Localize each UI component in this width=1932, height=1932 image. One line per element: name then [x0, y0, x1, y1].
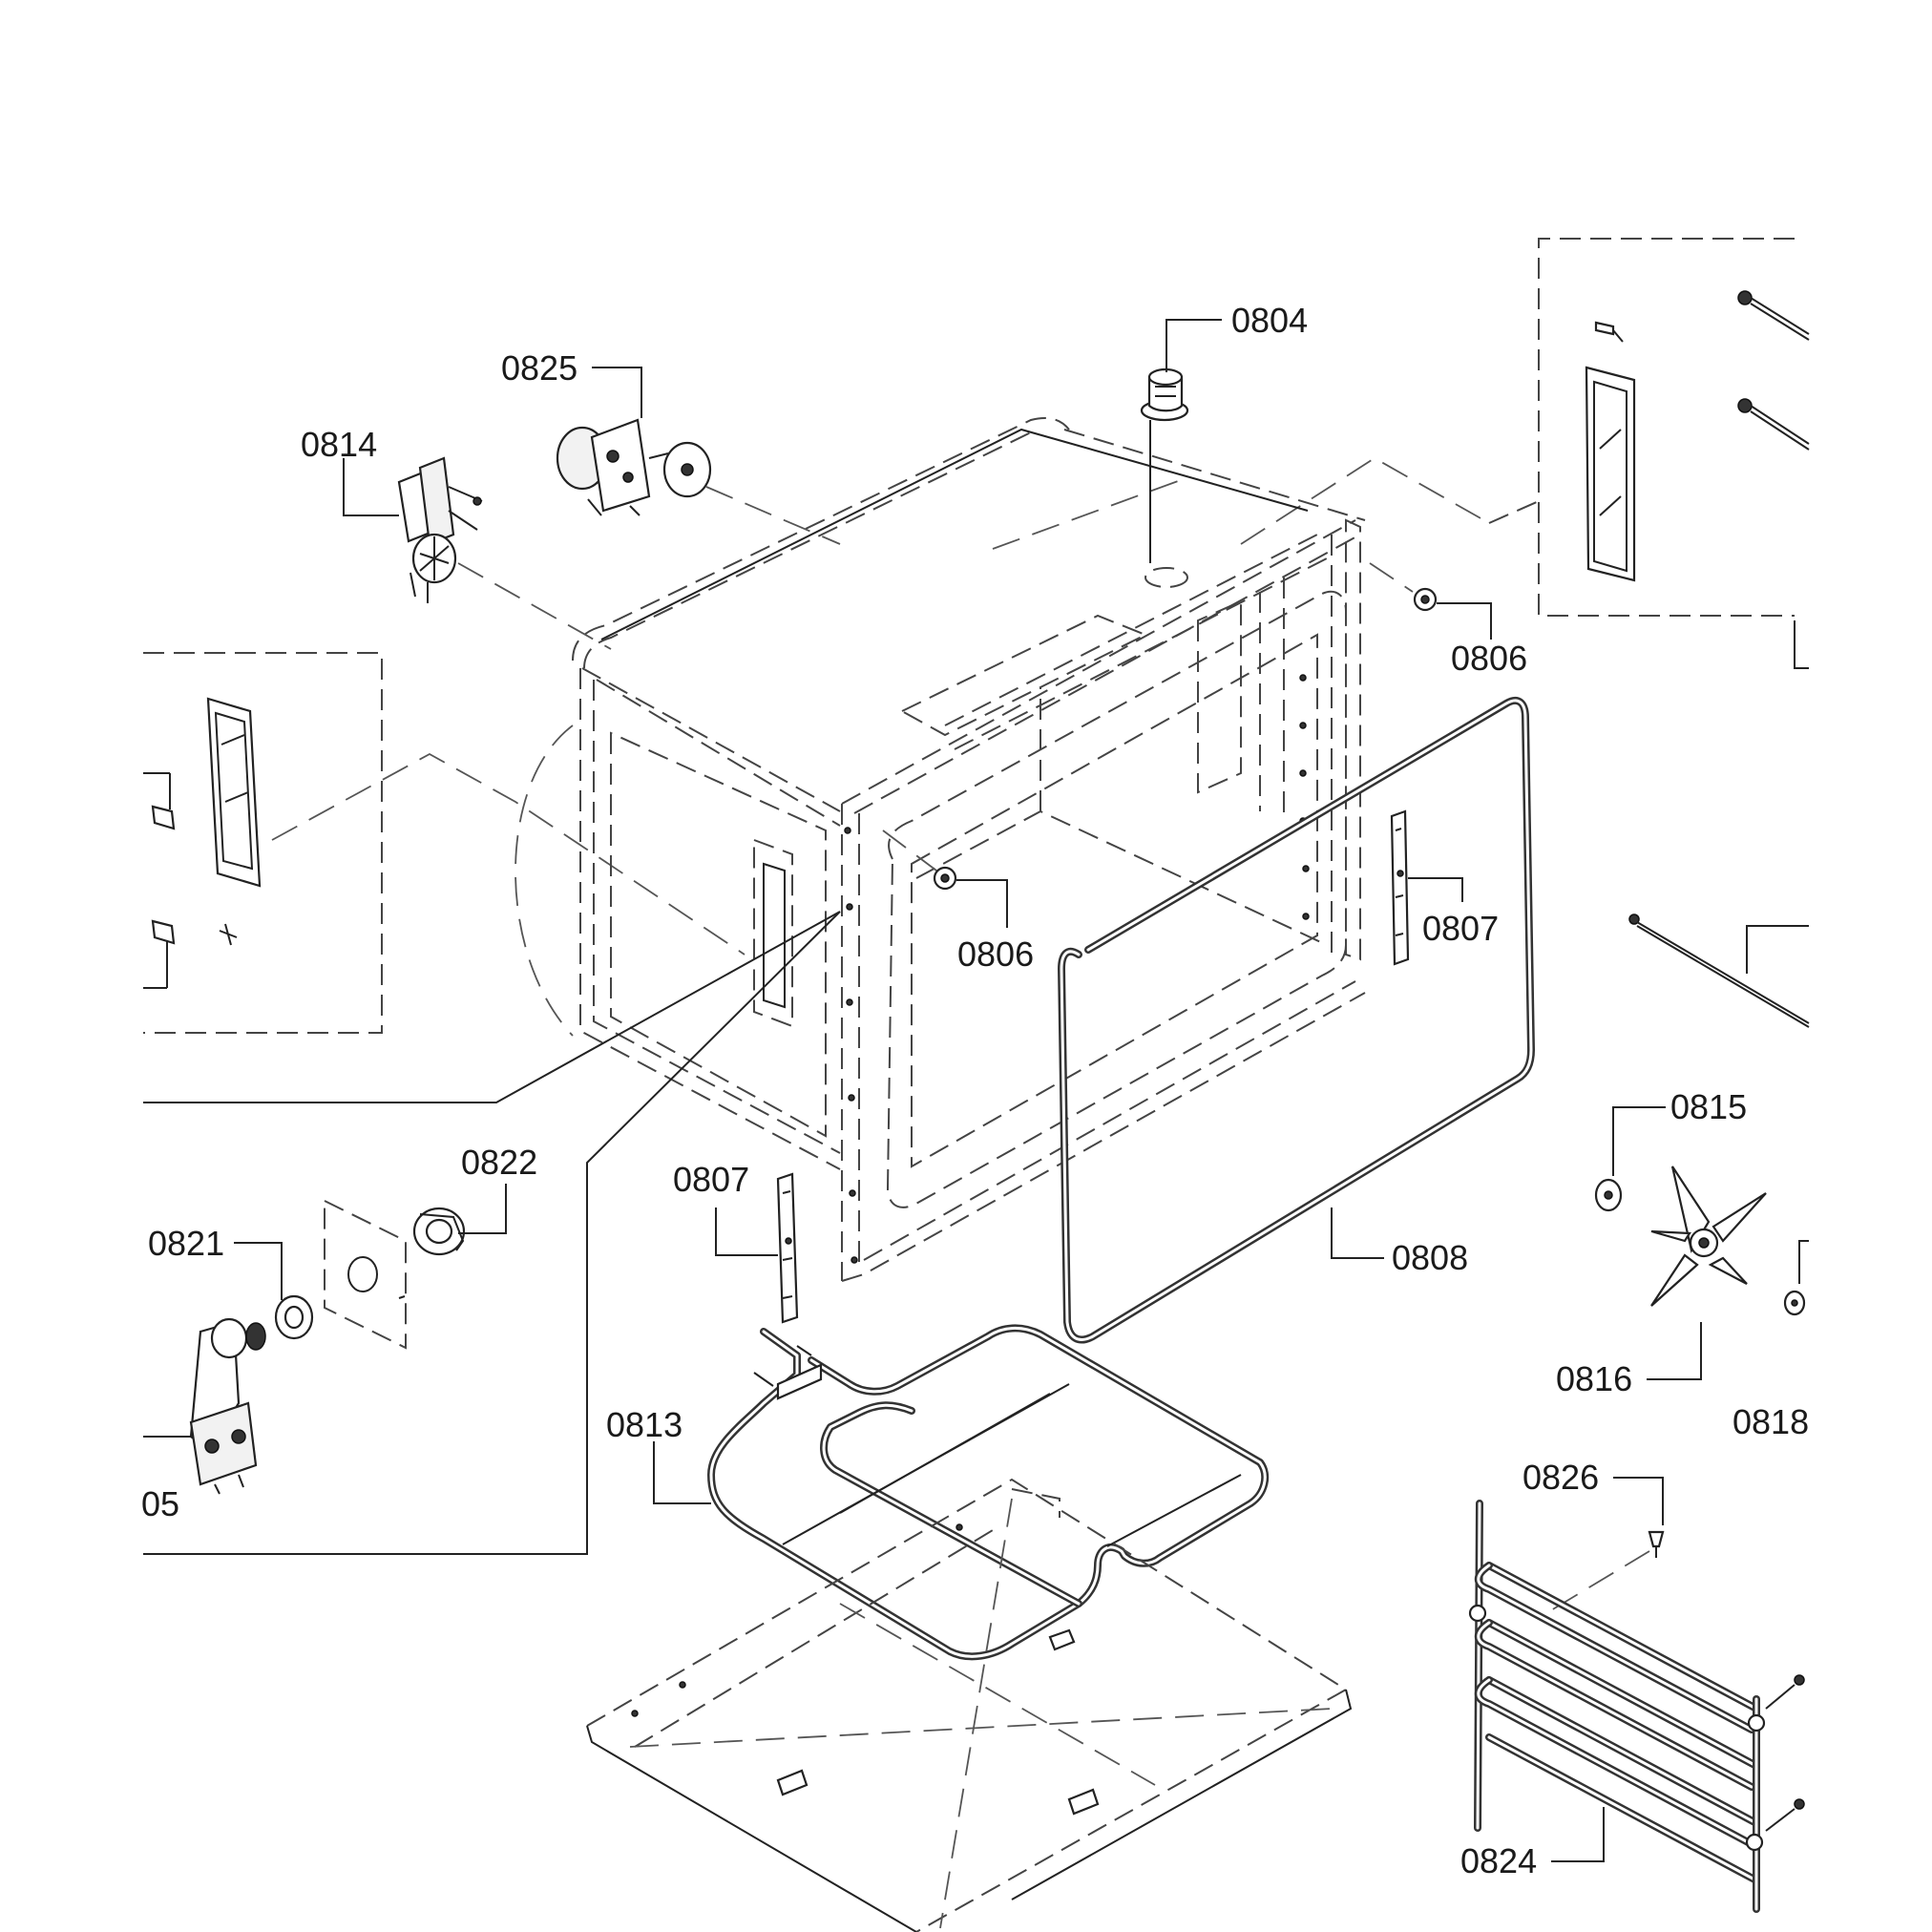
part-0825-motor: 0825	[501, 348, 841, 545]
label-0805: 05	[141, 1484, 179, 1523]
label-0813: 0813	[606, 1405, 682, 1444]
label-0808: 0808	[1392, 1238, 1468, 1277]
label-0815: 0815	[1670, 1087, 1747, 1126]
part-0807-rail-right: 0807	[1390, 809, 1499, 966]
oven-cavity	[514, 417, 1366, 1282]
label-0814: 0814	[301, 425, 377, 464]
label-0822: 0822	[461, 1143, 537, 1182]
label-0816: 0816	[1556, 1359, 1632, 1398]
part-bottom-plate	[586, 1478, 1353, 1932]
label-0807-left: 0807	[673, 1160, 749, 1199]
label-0825: 0825	[501, 348, 578, 388]
part-0806-knob-middle: 0806	[882, 830, 1034, 974]
label-0804: 0804	[1231, 301, 1308, 340]
part-0806-knob-right: 0806	[1369, 562, 1527, 678]
part-0813-heating-element: 0813	[606, 1324, 1270, 1661]
part-0821-washer: 0821	[148, 1224, 314, 1340]
detail-box-top-right	[1240, 238, 1810, 669]
part-0822-ring: 0822	[412, 1143, 537, 1256]
detail-box-left	[143, 652, 746, 1034]
part-0824-shelf-rack: 0824	[1460, 1500, 1805, 1913]
part-0815-washer: 0815	[1594, 1087, 1747, 1212]
label-0826: 0826	[1522, 1458, 1599, 1497]
part-mounting-plate	[324, 1199, 407, 1350]
part-0818-nut: 0818	[1732, 1240, 1809, 1441]
label-0821: 0821	[148, 1224, 224, 1263]
label-0807-right: 0807	[1422, 909, 1499, 948]
part-sensor-wire	[1628, 914, 1810, 1028]
part-0814-fan-motor: 0814	[301, 425, 612, 650]
part-0805-lamp-holder: 05	[141, 1317, 266, 1523]
callout-lines	[143, 911, 841, 1555]
part-0807-rail-left: 0807	[673, 1160, 799, 1324]
label-0824: 0824	[1460, 1841, 1537, 1880]
label-0806-upper: 0806	[1451, 639, 1527, 678]
label-0818: 0818	[1732, 1402, 1809, 1441]
part-0826-screw: 0826	[1522, 1458, 1665, 1614]
part-0816-fan-blade: 0816	[1556, 1166, 1767, 1398]
part-0804-cap: 0804	[1140, 301, 1308, 422]
part-0808-door-seal: 0808	[1058, 697, 1535, 1344]
label-0806-lower: 0806	[957, 934, 1034, 974]
